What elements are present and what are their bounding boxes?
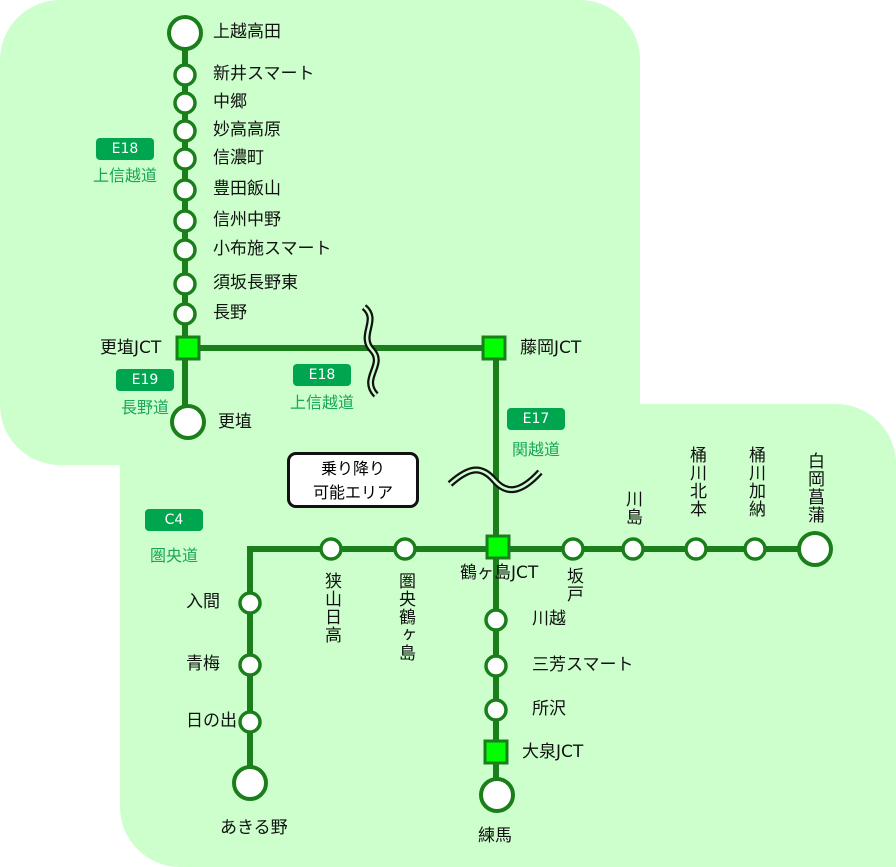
terminal-interchange-icon [479, 777, 515, 813]
interchange-icon [173, 119, 197, 143]
route-name: 上信越道 [289, 393, 354, 412]
junction-icon [485, 534, 511, 560]
note-line-2: 可能エリア [312, 483, 393, 502]
terminal-interchange-icon [167, 15, 203, 51]
route-badge-e18: E18 [293, 364, 351, 386]
interchange-icon [484, 654, 508, 678]
station-label: 信濃町 [213, 148, 264, 168]
station-label: 桶川北本 [686, 446, 706, 518]
interchange-icon [743, 537, 767, 561]
route-badge-c4: C4 [145, 509, 203, 531]
boarding-area-note: 乗り降り 可能エリア [287, 452, 419, 508]
station-label: 妙高高原 [213, 120, 281, 140]
interchange-icon [173, 238, 197, 262]
route-name: 長野道 [120, 398, 169, 417]
junction-icon [483, 739, 509, 765]
station-label: あきる野 [220, 818, 288, 838]
interchange-icon [393, 537, 417, 561]
station-label: 所沢 [532, 699, 566, 719]
interchange-icon [173, 91, 197, 115]
station-label: 小布施スマート [213, 239, 332, 259]
station-label: 白岡菖蒲 [804, 452, 824, 524]
station-label: 桶川加納 [745, 446, 765, 518]
interchange-icon [173, 209, 197, 233]
road-break-icon [363, 306, 378, 396]
station-label: 大泉JCT [522, 742, 584, 762]
station-label: 川島 [622, 490, 642, 526]
station-label: 須坂長野東 [213, 273, 298, 293]
station-label: 三芳スマート [532, 655, 634, 675]
route-name: 関越道 [511, 440, 560, 459]
interchange-icon [173, 302, 197, 326]
interchange-icon [173, 147, 197, 171]
interchange-icon [621, 537, 645, 561]
interchange-icon [684, 537, 708, 561]
station-label: 長野 [213, 303, 247, 323]
junction-icon [175, 335, 201, 361]
terminal-interchange-icon [232, 765, 268, 801]
route-badge-e19: E19 [116, 369, 174, 391]
station-label: 藤岡JCT [520, 338, 582, 358]
junction-icon [481, 335, 507, 361]
road-break-icon [449, 468, 541, 491]
station-label: 信州中野 [213, 210, 281, 230]
station-label: 中郷 [213, 92, 247, 112]
station-label: 更埴JCT [100, 338, 162, 358]
terminal-interchange-icon [170, 404, 206, 440]
route-badge-e18: E18 [96, 138, 154, 160]
station-label: 新井スマート [213, 64, 315, 84]
route-name: 圏央道 [149, 546, 198, 565]
station-label: 鶴ヶ島JCT [460, 563, 539, 583]
station-label: 更埴 [218, 412, 252, 432]
interchange-icon [484, 698, 508, 722]
interchange-icon [319, 537, 343, 561]
interchange-icon [238, 710, 262, 734]
interchange-icon [484, 608, 508, 632]
station-label: 豊田飯山 [213, 179, 281, 199]
station-label: 坂戸 [563, 567, 583, 603]
station-label: 圏央鶴ヶ島 [395, 572, 415, 662]
terminal-interchange-icon [797, 531, 833, 567]
station-label: 日の出 [186, 711, 237, 731]
interchange-icon [238, 591, 262, 615]
interchange-icon [173, 178, 197, 202]
station-label: 川越 [532, 609, 566, 629]
station-label: 上越高田 [213, 22, 281, 42]
station-label: 青梅 [186, 654, 220, 674]
interchange-icon [561, 537, 585, 561]
interchange-icon [173, 272, 197, 296]
route-name: 上信越道 [92, 166, 157, 185]
station-label: 練馬 [478, 826, 512, 846]
interchange-icon [238, 653, 262, 677]
station-label: 狭山日高 [321, 572, 341, 644]
route-badge-e17: E17 [507, 408, 565, 430]
station-label: 入間 [186, 592, 220, 612]
interchange-icon [173, 63, 197, 87]
note-line-1: 乗り降り [320, 459, 385, 478]
